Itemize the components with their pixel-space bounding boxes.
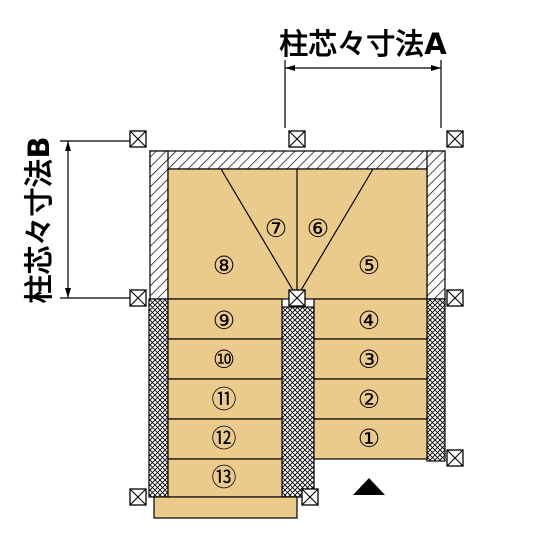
wall-left-lower (148, 298, 169, 498)
dimension-b: 柱芯々寸法B (22, 136, 130, 304)
step-number: ⑪ (211, 385, 236, 414)
tread (313, 338, 428, 380)
step-number: ⑧ (213, 251, 235, 280)
wall-center (281, 306, 315, 498)
dimension-a-label: 柱芯々寸法A (279, 27, 447, 61)
step-number: ⑩ (213, 345, 235, 374)
post-x-icon (446, 449, 464, 467)
post-x-icon (129, 130, 147, 148)
tread (313, 418, 428, 460)
winder-line (296, 168, 374, 298)
tread (167, 338, 283, 380)
step-number: ⑦ (265, 214, 287, 243)
bottom-step (153, 496, 298, 519)
step-number: ⑫ (211, 424, 236, 453)
dimension-a: 柱芯々寸法A (279, 27, 447, 128)
tread (167, 298, 283, 340)
wall-left-upper (149, 150, 169, 300)
step-number: ③ (358, 345, 380, 374)
wall-right-upper (426, 150, 446, 300)
wall-top (149, 150, 446, 170)
tread (313, 298, 428, 340)
post-x-icon (129, 488, 147, 506)
step-number: ① (358, 424, 380, 453)
step-number: ⑬ (211, 463, 236, 492)
tread (313, 378, 428, 420)
step-number: ⑨ (213, 306, 235, 335)
step-number: ② (358, 385, 380, 414)
step-number: ⑤ (358, 251, 380, 280)
winder-line (220, 168, 298, 298)
step-number: ⑥ (307, 214, 329, 243)
post-x-icon (446, 289, 464, 307)
post-x-icon (288, 289, 306, 307)
post-x-icon (288, 130, 306, 148)
post-x-icon (446, 130, 464, 148)
wall-right-lower (426, 298, 446, 462)
post-x-icon (301, 488, 319, 506)
step-number: ④ (358, 306, 380, 335)
post-x-icon (129, 289, 147, 307)
up-triangle-icon (353, 478, 385, 495)
dimension-b-label: 柱芯々寸法B (22, 136, 56, 303)
